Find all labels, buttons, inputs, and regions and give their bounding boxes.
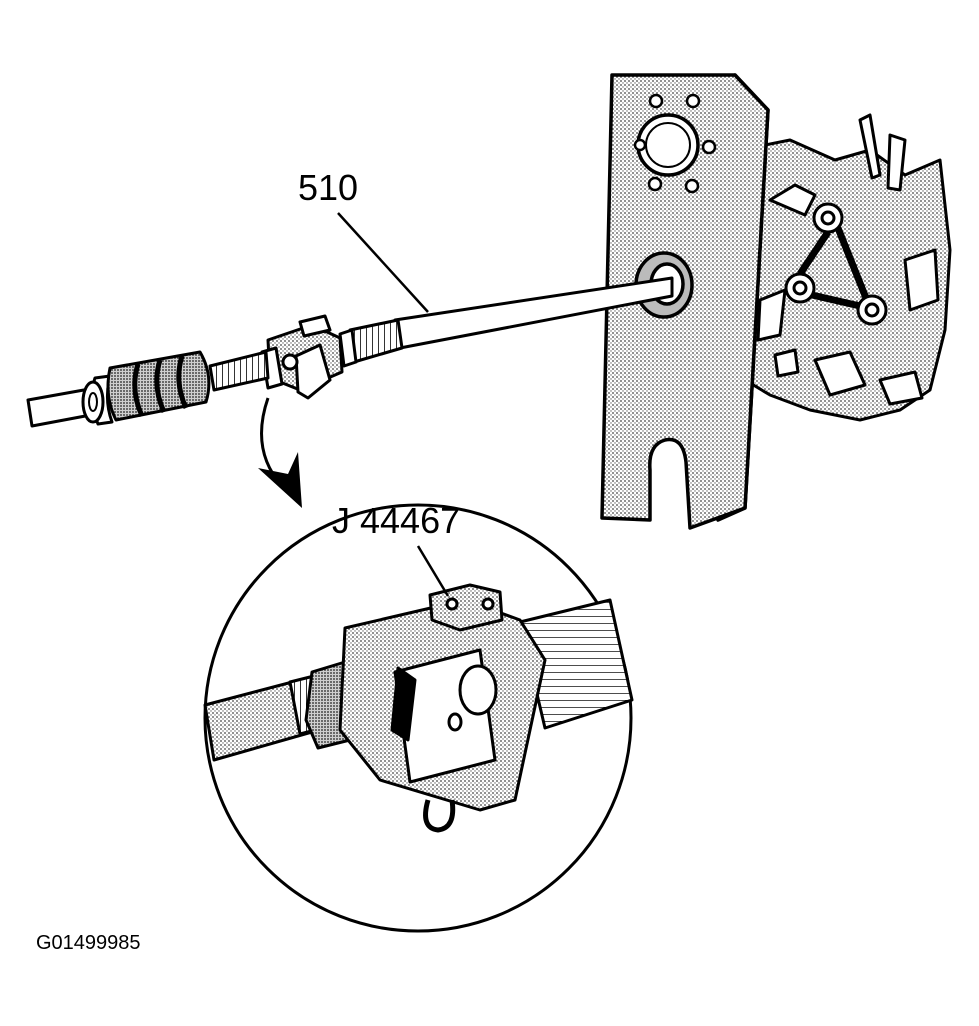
figure-id-label: G01499985 [36, 932, 141, 954]
slide-hammer [26, 350, 270, 428]
part-number-label: 510 [298, 167, 359, 208]
shaft-510 [338, 276, 674, 368]
leader-line-tool [416, 545, 450, 597]
engine-block [738, 113, 952, 422]
curved-arrow-icon [258, 397, 302, 508]
support-plate [600, 73, 770, 530]
tool-number-label: J 44467 [332, 500, 461, 541]
detail-view-circle [203, 503, 634, 933]
leader-line-510 [337, 212, 429, 313]
fixture-small [260, 314, 344, 400]
